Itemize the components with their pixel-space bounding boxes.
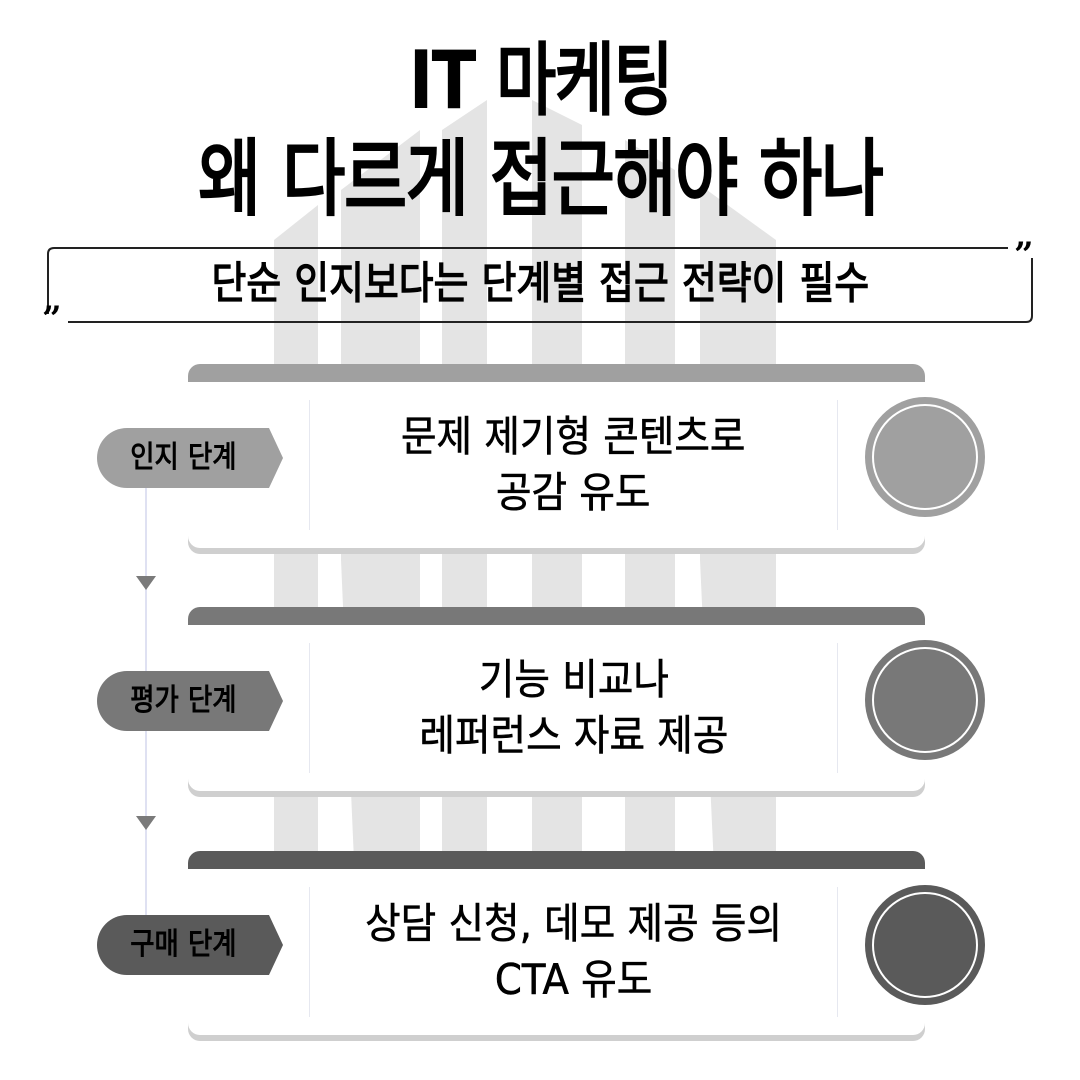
divider: [309, 400, 310, 530]
card-header-bar: [188, 851, 925, 869]
title-line-2: 왜 다르게 접근해야 하나: [0, 134, 1080, 224]
card-body: 상담 신청, 데모 제공 등의 CTA 유도: [188, 869, 925, 1035]
divider: [837, 400, 838, 530]
stage-description: 문제 제기형 콘텐츠로 공감 유도: [401, 412, 746, 518]
subtitle-banner: ” ” 단순 인지보다는 단계별 접근 전략이 필수: [42, 238, 1034, 336]
bracket-frame-icon: [47, 247, 1033, 323]
stage-card-purchase: 상담 신청, 데모 제공 등의 CTA 유도: [188, 851, 925, 1035]
card-header-bar: [188, 364, 925, 382]
stage-description: 상담 신청, 데모 제공 등의 CTA 유도: [365, 899, 782, 1005]
card-body: 기능 비교나 레퍼런스 자료 제공: [188, 625, 925, 791]
arrow-down-icon: [136, 576, 156, 590]
stage-card-awareness: 문제 제기형 콘텐츠로 공감 유도: [188, 364, 925, 548]
stage-description: 기능 비교나 레퍼런스 자료 제공: [419, 655, 729, 761]
divider: [309, 643, 310, 773]
title-line-1: IT 마케팅: [0, 38, 1080, 124]
circle-badge-icon: [865, 397, 985, 517]
divider: [837, 643, 838, 773]
stage-label-purchase: 구매 단계: [97, 915, 283, 975]
stage-card-evaluation: 기능 비교나 레퍼런스 자료 제공: [188, 607, 925, 791]
circle-badge-icon: [865, 640, 985, 760]
card-body: 문제 제기형 콘텐츠로 공감 유도: [188, 382, 925, 548]
card-header-bar: [188, 607, 925, 625]
title-text-2: 왜 다르게 접근해야 하나: [197, 130, 884, 228]
open-quote-icon: ”: [42, 299, 62, 339]
title-text-1: IT 마케팅: [408, 34, 673, 127]
close-quote-icon: ”: [1014, 235, 1034, 275]
divider: [309, 887, 310, 1017]
arrow-down-icon: [136, 816, 156, 830]
subtitle-text: 단순 인지보다는 단계별 접근 전략이 필수: [211, 258, 869, 309]
circle-badge-icon: [865, 885, 985, 1005]
stage-label-awareness: 인지 단계: [97, 428, 283, 488]
divider: [837, 887, 838, 1017]
stage-label-evaluation: 평가 단계: [97, 671, 283, 731]
